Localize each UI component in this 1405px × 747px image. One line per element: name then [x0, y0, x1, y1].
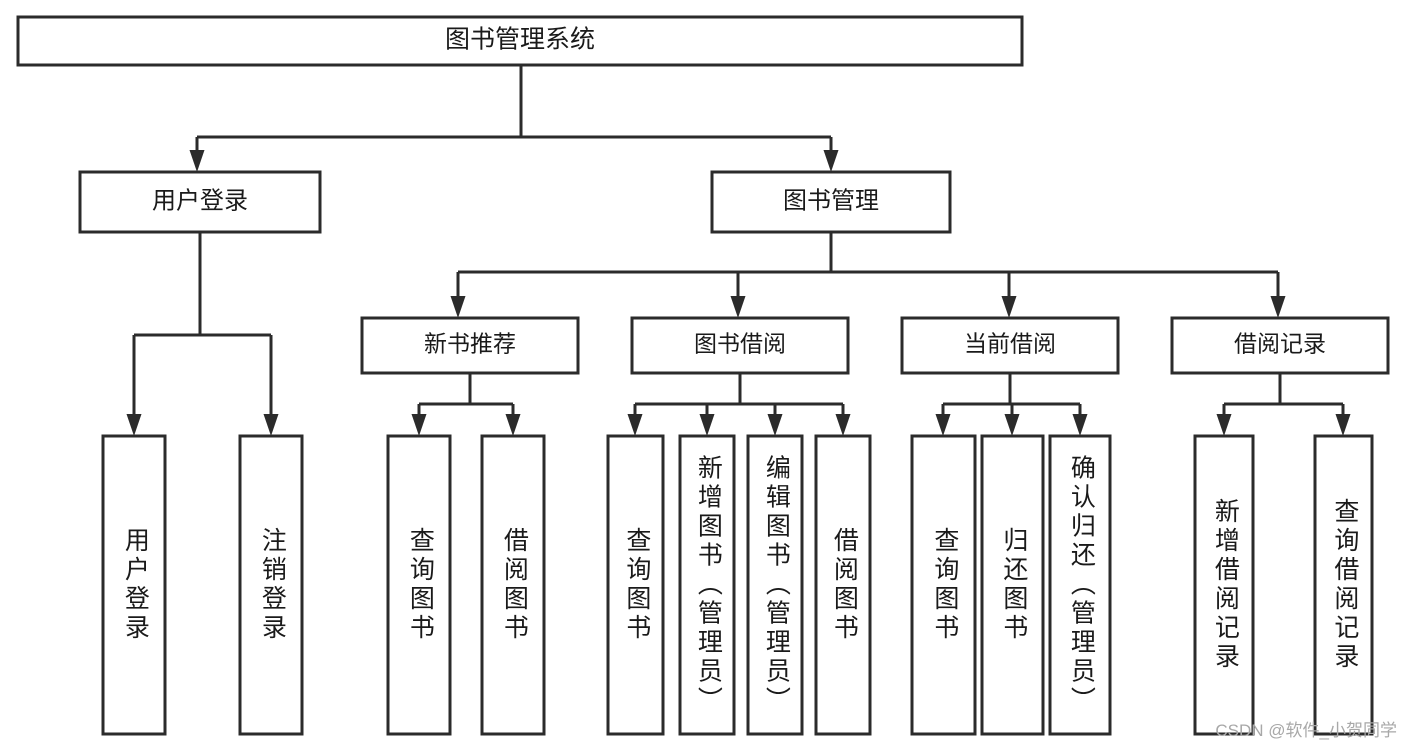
arrow-head-icon [699, 414, 715, 436]
node-box[interactable] [238, 434, 304, 736]
node-leaf-leaf-query-book-current[interactable]: 查询图书 [910, 434, 977, 736]
arrow-head-icon [767, 414, 783, 436]
node-label: 确认归还（管理员） [1067, 455, 1096, 716]
node-box[interactable] [1048, 434, 1112, 736]
node-label: 图书借阅 [694, 331, 786, 357]
node-box[interactable] [386, 434, 452, 736]
node-box[interactable] [78, 170, 322, 234]
node-box[interactable] [480, 434, 546, 736]
arrow-head-icon [126, 414, 142, 436]
connector-group-book-manage [450, 232, 1286, 318]
arrow-head-icon [730, 296, 746, 318]
arrow-head-icon [935, 414, 951, 436]
node-box[interactable] [980, 434, 1045, 736]
node-label: 编辑图书（管理员） [762, 455, 791, 716]
node-label: 图书管理 [783, 187, 879, 214]
node-label: 查询借阅记录 [1331, 498, 1360, 672]
node-box[interactable] [630, 316, 850, 375]
node-level1-user-login[interactable]: 用户登录 [78, 170, 322, 234]
arrow-head-icon [627, 414, 643, 436]
node-box[interactable] [16, 15, 1024, 67]
node-leaf-leaf-logout-login[interactable]: 注销登录 [238, 434, 304, 736]
node-box[interactable] [1193, 434, 1255, 736]
node-label: 新增图书（管理员） [694, 455, 723, 716]
node-leaf-leaf-add-borrow-record[interactable]: 新增借阅记录 [1193, 434, 1255, 736]
node-label: 用户登录 [121, 527, 150, 643]
arrow-head-icon [823, 150, 839, 172]
node-leaf-leaf-return-book[interactable]: 归还图书 [980, 434, 1045, 736]
node-box[interactable] [710, 170, 952, 234]
node-leaf-leaf-query-borrow-record[interactable]: 查询借阅记录 [1313, 434, 1374, 736]
node-level2-current-borrow[interactable]: 当前借阅 [900, 316, 1120, 375]
node-label: 图书管理系统 [445, 26, 595, 54]
node-label: 借阅记录 [1234, 331, 1326, 357]
node-leaf-leaf-user-login[interactable]: 用户登录 [101, 434, 167, 736]
node-box[interactable] [1170, 316, 1390, 375]
node-label: 借阅图书 [830, 527, 859, 643]
node-box[interactable] [606, 434, 665, 736]
node-box[interactable] [678, 434, 736, 736]
node-level2-book-borrow[interactable]: 图书借阅 [630, 316, 850, 375]
node-box[interactable] [360, 316, 580, 375]
node-box[interactable] [101, 434, 167, 736]
node-label: 当前借阅 [964, 331, 1056, 357]
node-box[interactable] [900, 316, 1120, 375]
node-level1-book-manage[interactable]: 图书管理 [710, 170, 952, 234]
node-leaf-leaf-query-book-borrow[interactable]: 查询图书 [606, 434, 665, 736]
node-label: 新书推荐 [424, 331, 516, 357]
node-label: 归还图书 [1000, 527, 1029, 643]
node-label: 查询图书 [931, 527, 960, 643]
arrow-head-icon [450, 296, 466, 318]
node-box[interactable] [910, 434, 977, 736]
connector-group-new-book-rec [411, 373, 521, 436]
arrow-head-icon [1072, 414, 1088, 436]
connector-group-root [189, 65, 839, 172]
node-level2-borrow-record[interactable]: 借阅记录 [1170, 316, 1390, 375]
node-leaf-leaf-edit-book-admin[interactable]: 编辑图书（管理员） [746, 434, 804, 736]
connector-group-book-borrow [627, 373, 851, 436]
node-label: 查询图书 [623, 527, 652, 643]
node-box[interactable] [1313, 434, 1374, 736]
node-root-root[interactable]: 图书管理系统 [16, 15, 1024, 67]
node-label: 查询图书 [406, 527, 435, 643]
arrow-head-icon [263, 414, 279, 436]
node-box[interactable] [746, 434, 804, 736]
node-leaf-leaf-borrow-book[interactable]: 借阅图书 [814, 434, 872, 736]
arrow-head-icon [189, 150, 205, 172]
node-leaf-leaf-borrow-book-rec[interactable]: 借阅图书 [480, 434, 546, 736]
node-label: 用户登录 [152, 187, 248, 214]
node-label: 借阅图书 [500, 527, 529, 643]
connector-group-current-borrow [935, 373, 1088, 436]
node-label: 新增借阅记录 [1211, 498, 1240, 672]
node-leaf-leaf-add-book-admin[interactable]: 新增图书（管理员） [678, 434, 736, 736]
node-leaf-leaf-query-book-rec[interactable]: 查询图书 [386, 434, 452, 736]
arrow-head-icon [1216, 414, 1232, 436]
arrow-head-icon [1270, 296, 1286, 318]
connector-group-user-login [126, 232, 279, 436]
connector-group-borrow-record [1216, 373, 1351, 436]
node-leaf-leaf-confirm-return-admin[interactable]: 确认归还（管理员） [1048, 434, 1112, 736]
node-box[interactable] [814, 434, 872, 736]
node-level2-new-book-rec[interactable]: 新书推荐 [360, 316, 580, 375]
node-label: 注销登录 [258, 527, 287, 643]
arrow-head-icon [1001, 296, 1017, 318]
arrow-head-icon [505, 414, 521, 436]
arrow-head-icon [835, 414, 851, 436]
watermark-label: CSDN @软件_小贺同学 [1215, 721, 1397, 740]
arrow-head-icon [1335, 414, 1351, 436]
arrow-head-icon [411, 414, 427, 436]
arrow-head-icon [1004, 414, 1020, 436]
